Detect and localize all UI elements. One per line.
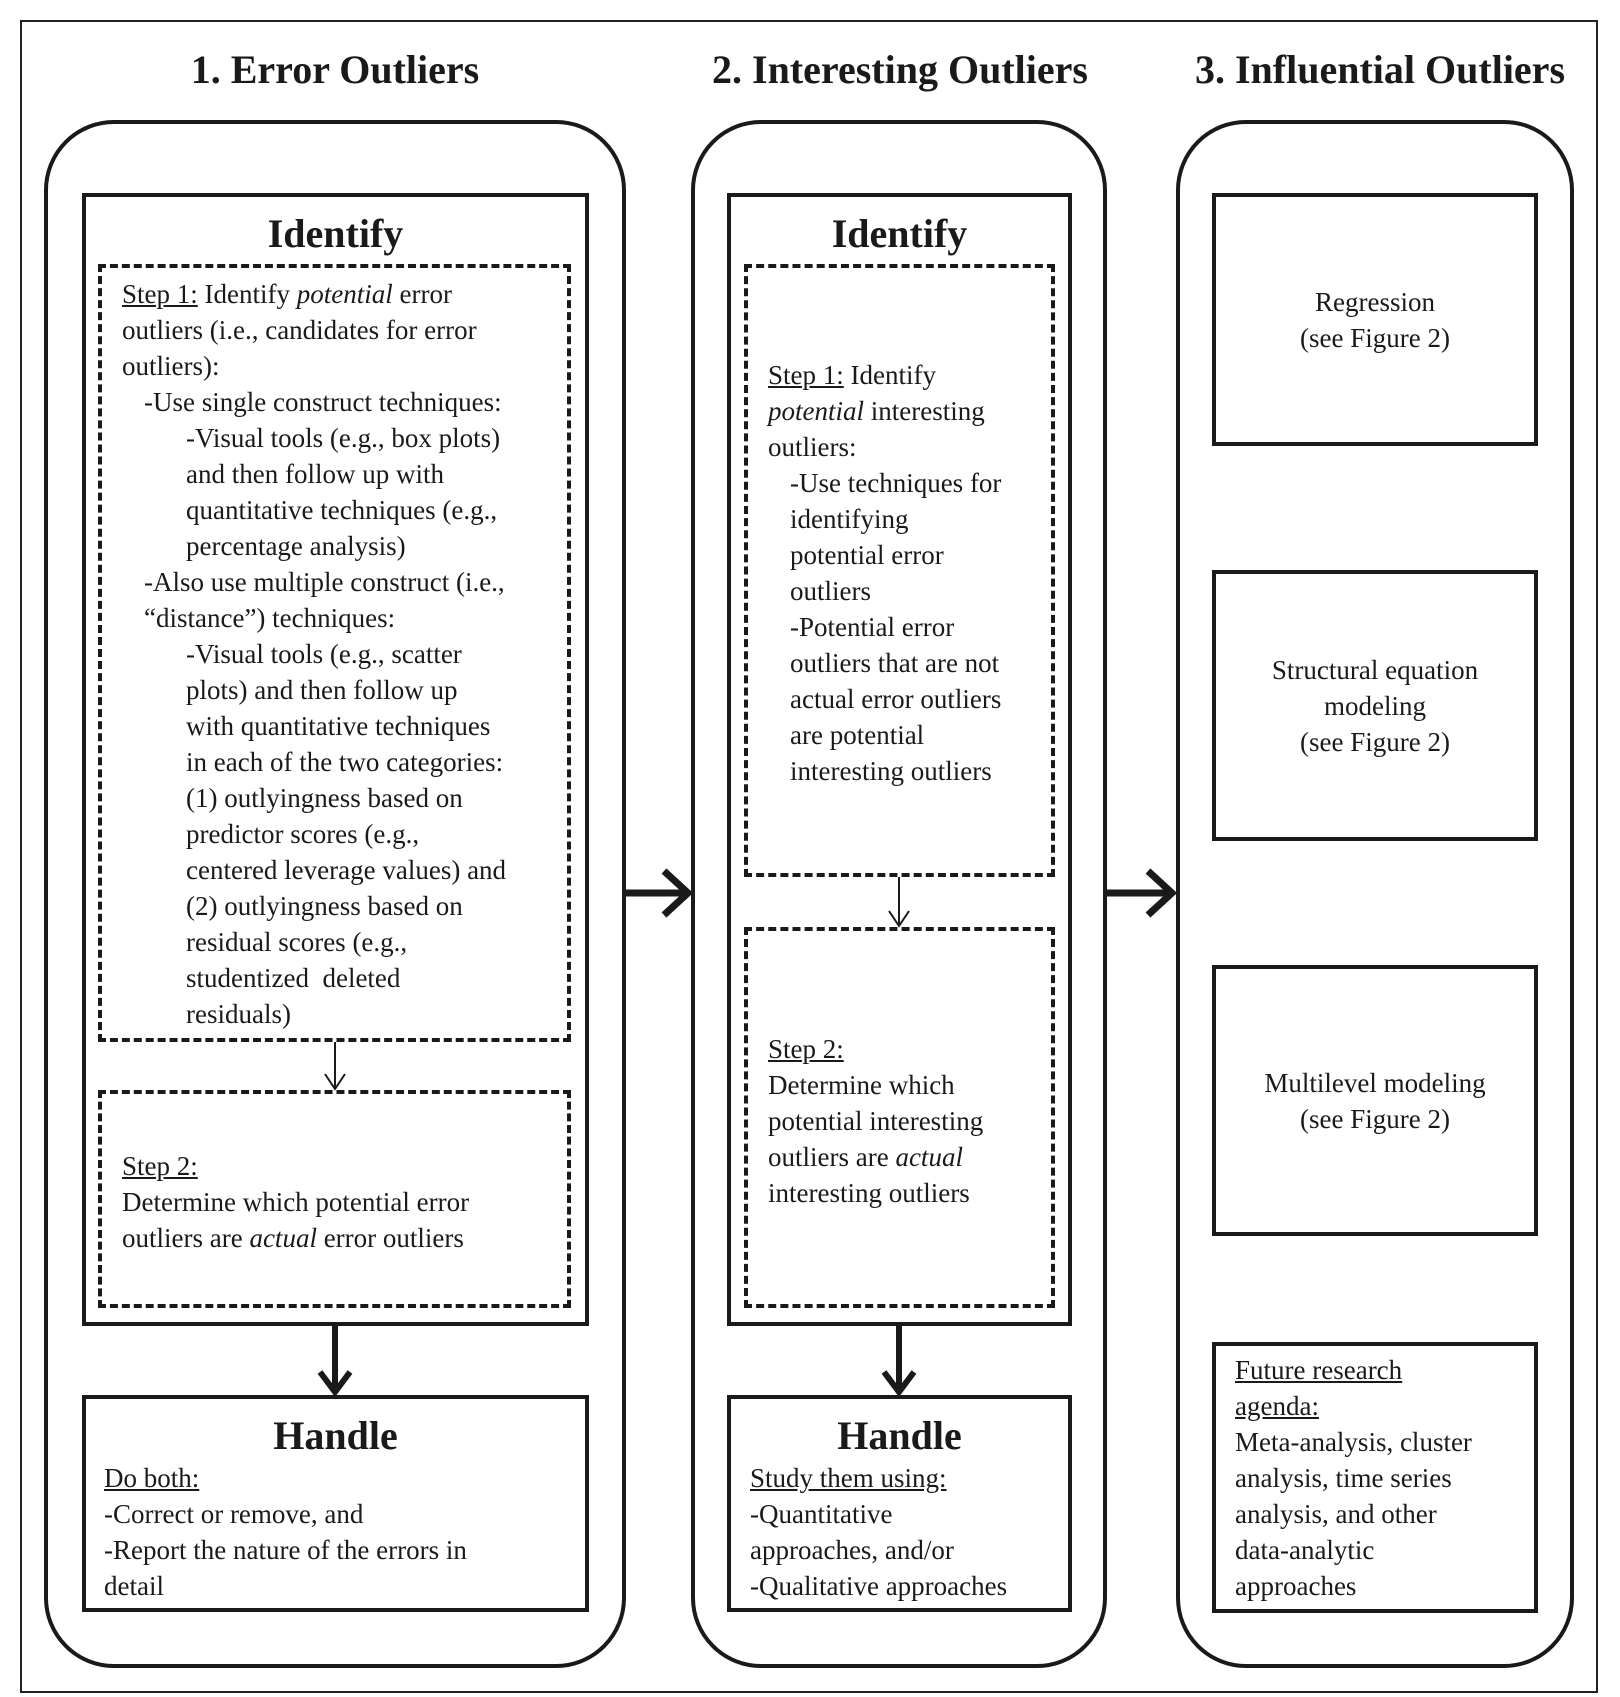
arrow-interesting-step1-to-step2-head: [888, 910, 910, 928]
arrow-error-identify-to-handle-head: [317, 1370, 353, 1397]
interesting-handle-line: -Quantitative: [750, 1499, 893, 1529]
interesting-step2-line: outliers are actual: [768, 1142, 963, 1172]
interesting-step1-line: outliers:: [768, 432, 857, 462]
error-step1-line: residual scores (e.g.,: [186, 927, 408, 957]
future-research-label: agenda:: [1235, 1391, 1319, 1421]
error-step1-box: [98, 264, 571, 1042]
arrow-error-step1-to-step2-head: [324, 1073, 346, 1091]
future-research-label: Future research: [1235, 1355, 1403, 1385]
future-research-line: Meta-analysis, cluster: [1235, 1427, 1472, 1457]
interesting-outliers-panel: [691, 120, 1107, 1668]
error-step2-line: Determine which potential error: [122, 1187, 470, 1217]
sem-line: modeling: [1324, 691, 1426, 721]
column-title-interesting-outliers: 2. Interesting Outliers: [712, 47, 1088, 92]
interesting-step1-line: outliers that are not: [790, 648, 1000, 678]
interesting-step2-label-line: Step 2:: [768, 1031, 844, 1067]
interesting-step1-line1: Step 1: Identify: [768, 360, 936, 390]
multilevel-line: Multilevel modeling: [1264, 1068, 1486, 1098]
interesting-handle-box: Handle: [727, 1395, 1072, 1612]
interesting-handle-label-line: Study them using:: [750, 1460, 947, 1496]
error-step1-line: centered leverage values) and: [186, 855, 507, 885]
interesting-handle-heading: Handle: [837, 1413, 962, 1458]
interesting-step1-line: actual error outliers: [790, 684, 1002, 714]
future-research-line: data-analytic: [1235, 1535, 1375, 1565]
multilevel-box: [1212, 965, 1538, 1236]
error-step1-line: outliers (i.e., candidates for error: [122, 315, 477, 345]
interesting-step1-line2: potential interesting: [768, 396, 985, 426]
interesting-handle-line: approaches, and/or: [750, 1535, 954, 1565]
error-identify-box: Identify: [82, 193, 589, 1326]
regression-box: [1212, 193, 1538, 446]
multilevel-line: (see Figure 2): [1300, 1104, 1450, 1134]
error-step1-line: -Visual tools (e.g., scatter: [186, 639, 462, 669]
interesting-step1-line: identifying: [790, 504, 909, 534]
sem-line: (see Figure 2): [1300, 727, 1450, 757]
error-step1-line: quantitative techniques (e.g.,: [186, 495, 498, 525]
interesting-step2-line: interesting outliers: [768, 1178, 970, 1208]
error-handle-line: -Report the nature of the errors in: [104, 1535, 467, 1565]
sem-box: [1212, 570, 1538, 841]
error-step1-line: (1) outlyingness based on: [186, 783, 463, 813]
error-step1-line: (2) outlyingness based on: [186, 891, 463, 921]
error-handle-heading: Handle: [273, 1413, 398, 1458]
error-step1-line: outliers):: [122, 351, 220, 381]
interesting-step2-line: Determine which: [768, 1070, 955, 1100]
column-title-influential-outliers: 3. Influential Outliers: [1194, 47, 1566, 92]
interesting-handle-line: -Qualitative approaches: [750, 1571, 1008, 1601]
error-step1-line: residuals): [186, 999, 291, 1029]
interesting-step2-box: [744, 927, 1055, 1308]
error-handle-box: Handle: [82, 1395, 589, 1612]
future-research-line: analysis, and other: [1235, 1499, 1437, 1529]
error-handle-line: -Correct or remove, and: [104, 1499, 364, 1529]
error-handle-line: detail: [104, 1571, 164, 1601]
interesting-step1-line: outliers: [790, 576, 871, 606]
future-research-box: [1212, 1342, 1538, 1613]
interesting-step1-line: interesting outliers: [790, 756, 992, 786]
error-step2-label: Step 2:: [122, 1151, 198, 1181]
figure-frame: [20, 20, 1598, 1693]
error-step1-line: studentized deleted: [186, 963, 401, 993]
error-step1-line: and then follow up with: [186, 459, 444, 489]
influential-outliers-panel: [1176, 120, 1574, 1668]
sem-line: Structural equation: [1271, 655, 1479, 685]
regression-line: (see Figure 2): [1300, 323, 1450, 353]
error-handle-label-line: Do both:: [104, 1460, 199, 1496]
arrow-interesting-identify-to-handle-head: [881, 1370, 917, 1397]
interesting-step2-label: Step 2:: [768, 1034, 844, 1064]
error-step1-line: plots) and then follow up: [186, 675, 458, 705]
error-step1-label: Step 1:: [122, 279, 198, 309]
column-title-error-outliers: 1. Error Outliers: [190, 47, 480, 92]
error-step2-label-line: Step 2:: [122, 1148, 198, 1184]
error-step1-line: percentage analysis): [186, 531, 406, 561]
error-outliers-panel: [44, 120, 626, 1668]
interesting-step1-line: -Potential error: [790, 612, 955, 642]
arrow-interesting-to-influential-head: [1145, 868, 1178, 918]
interesting-step1-box: [744, 264, 1055, 877]
interesting-step1-line: potential error: [790, 540, 944, 570]
arrow-error-to-interesting-head: [661, 868, 694, 918]
error-identify-heading: Identify: [267, 211, 404, 256]
interesting-step1-line: are potential: [790, 720, 925, 750]
interesting-identify-heading: Identify: [831, 211, 968, 256]
interesting-step2-line: potential interesting: [768, 1106, 984, 1136]
error-step1-line: -Use single construct techniques:: [144, 387, 502, 417]
error-step2-line: outliers are actual error outliers: [122, 1223, 464, 1253]
error-step2-box: [98, 1090, 571, 1308]
error-handle-label: Do both:: [104, 1463, 200, 1493]
error-step1-line: with quantitative techniques: [186, 711, 491, 741]
interesting-step1-line: -Use techniques for: [790, 468, 1002, 498]
interesting-identify-box: Identify: [727, 193, 1072, 1326]
future-research-line: approaches: [1235, 1571, 1357, 1601]
error-step1-line: -Visual tools (e.g., box plots): [186, 423, 501, 453]
error-step1-line: in each of the two categories:: [186, 747, 504, 777]
error-step1-line: -Also use multiple construct (i.e.,: [144, 567, 505, 597]
error-step1-line1: Step 1: Identify potential error: [122, 279, 452, 309]
interesting-handle-label: Study them using:: [750, 1463, 947, 1493]
error-step1-line: “distance”) techniques:: [144, 603, 396, 633]
regression-line: Regression: [1315, 287, 1435, 317]
error-step1-line: predictor scores (e.g.,: [186, 819, 420, 849]
interesting-step1-label: Step 1:: [768, 360, 844, 390]
future-research-line: analysis, time series: [1235, 1463, 1452, 1493]
